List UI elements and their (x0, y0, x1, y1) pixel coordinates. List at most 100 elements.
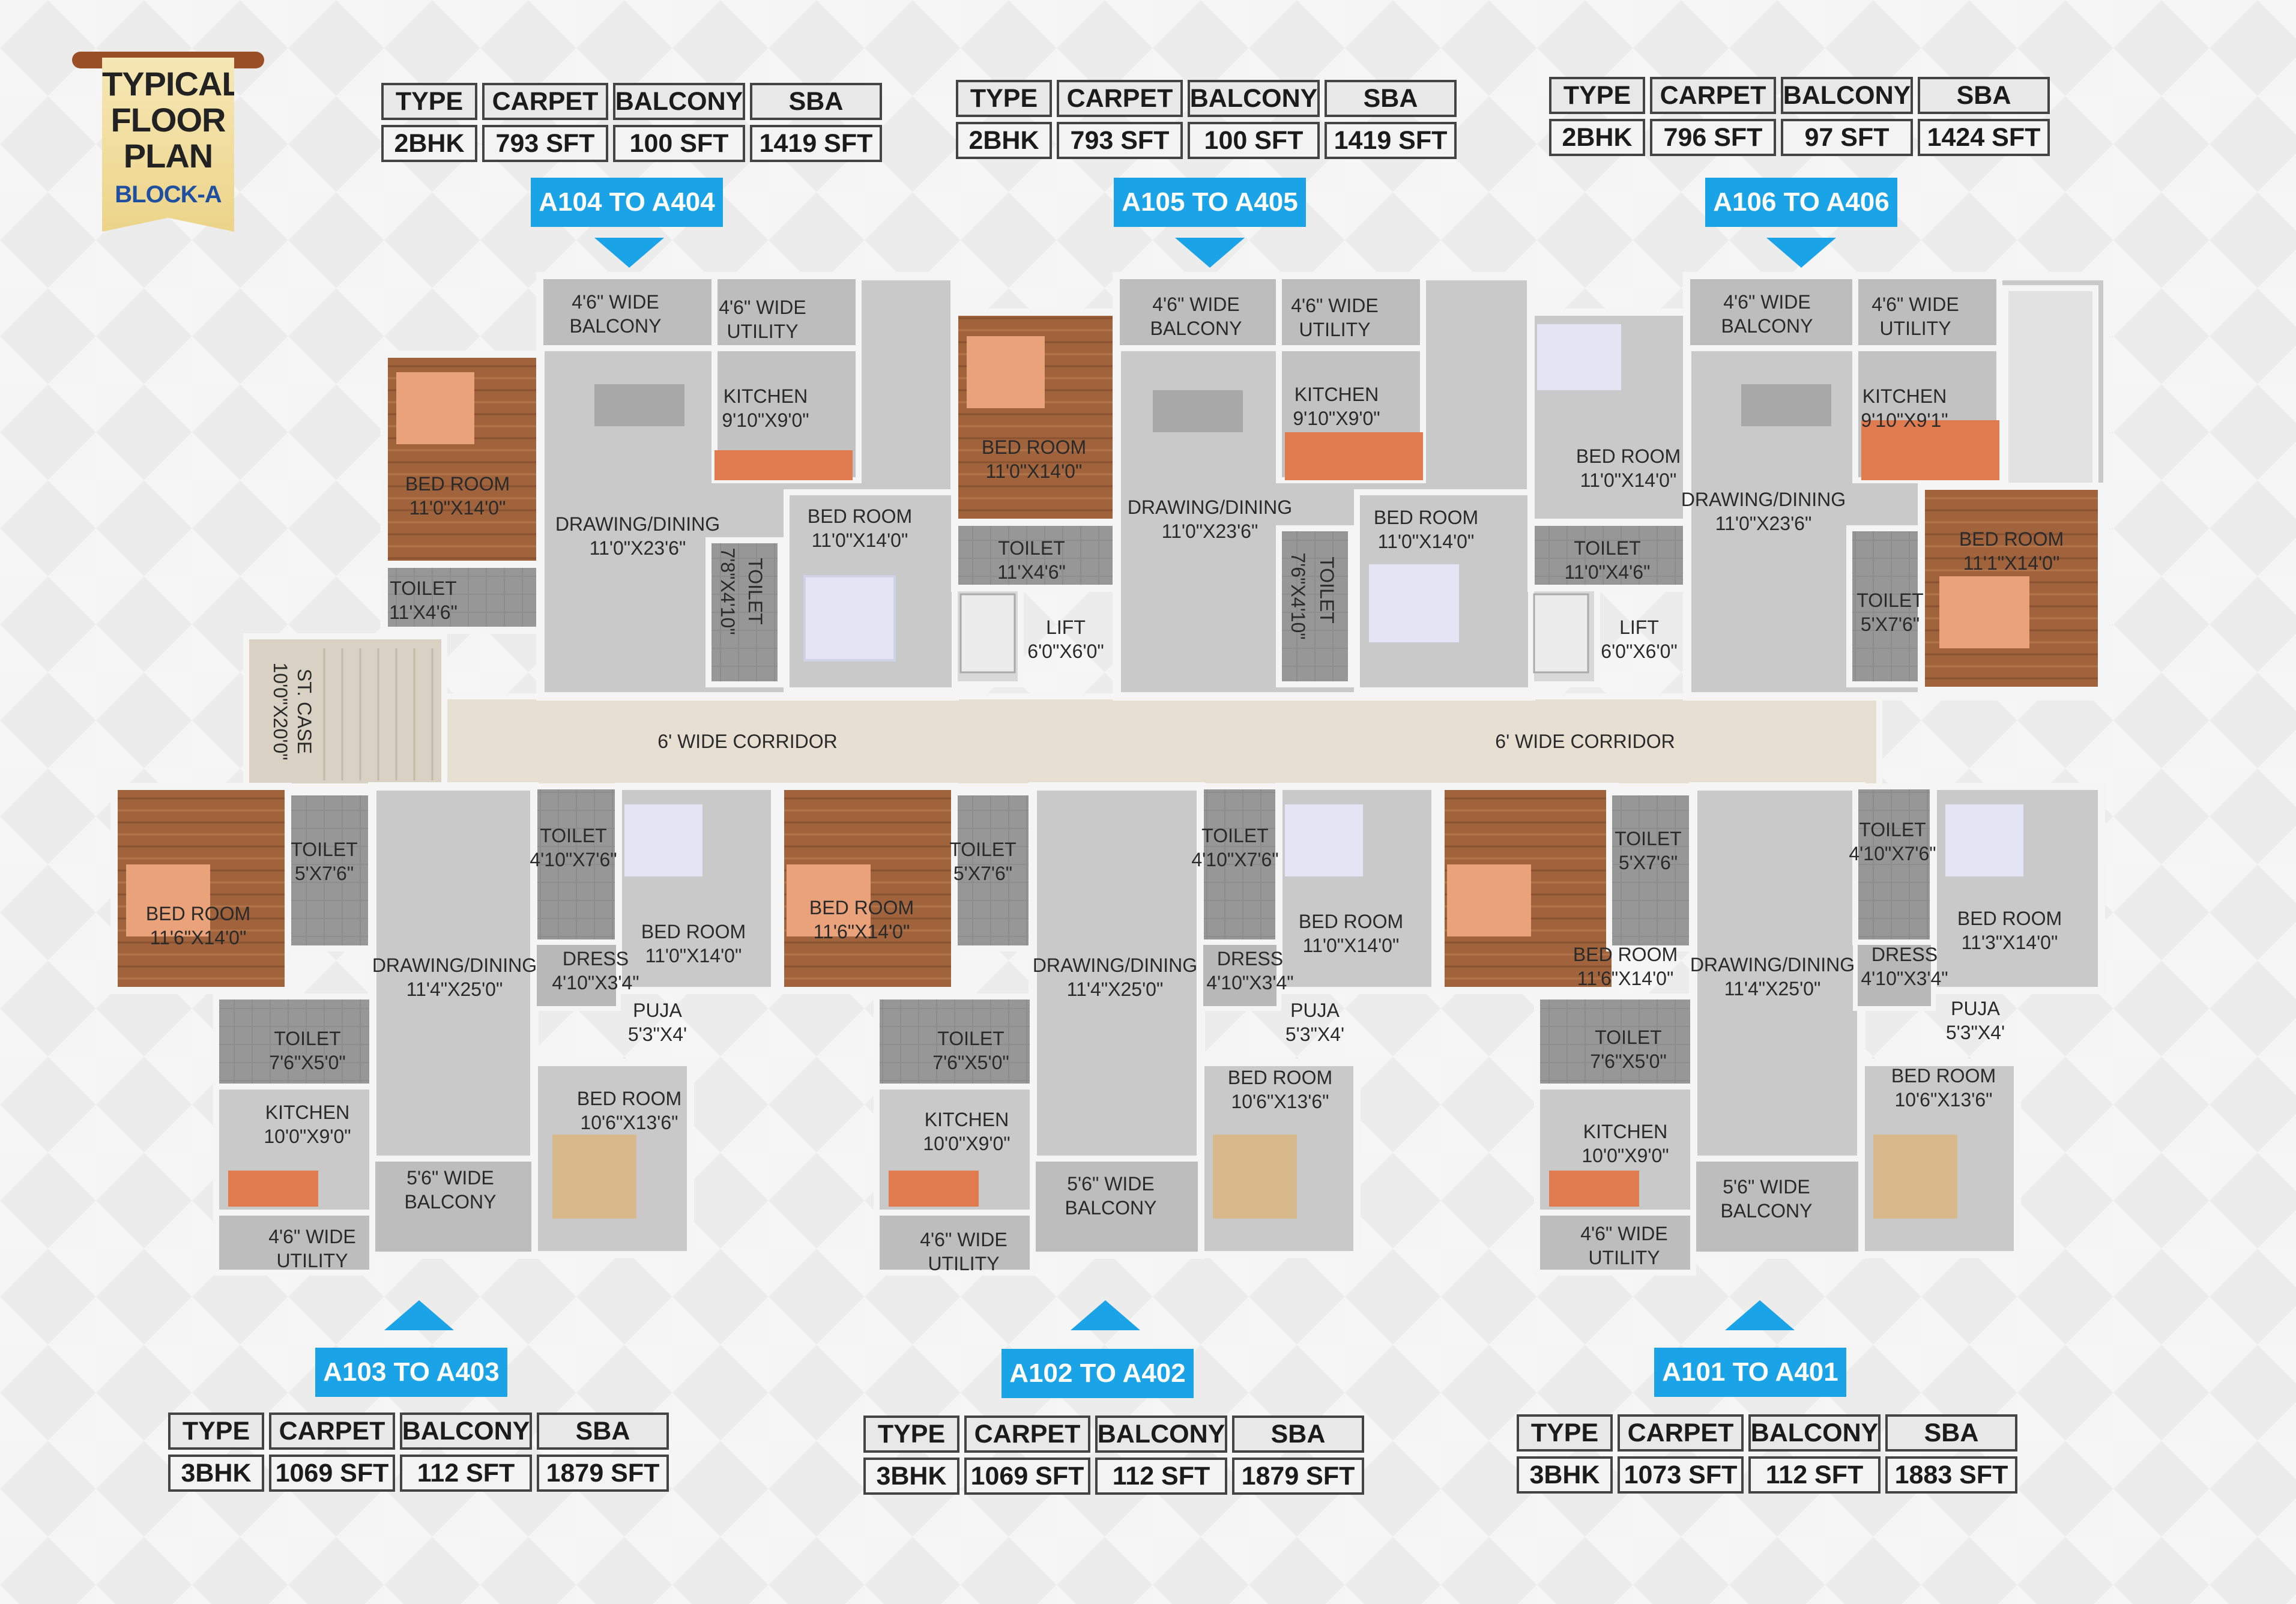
spec-table-a106: TYPE CARPET BALCONY SBA 2BHK 796 SFT 97 … (1549, 77, 2050, 156)
staircase (243, 633, 447, 789)
unit-a102 (777, 782, 1439, 1276)
label-toilet-2: TOILET 4'10"X7'6" (1191, 825, 1279, 870)
label-toilet: TOILET 5'X7'6" (949, 839, 1017, 884)
header-carpet: CARPET (1618, 1414, 1744, 1452)
cell-sba: 1419 SFT (1325, 122, 1457, 159)
label-bedroom-2: BED ROOM 11'0"X14'0" (807, 505, 913, 551)
label-bedroom: BED ROOM 11'0"X14'0" (405, 473, 510, 519)
label-bedroom-2: BED ROOM 11'0"X14'0" (1298, 911, 1404, 956)
label-drawing: DRAWING/DINING 11'4"X25'0" (1032, 954, 1198, 1000)
header-sba: SBA (1918, 77, 2050, 114)
label-balcony: 5'6" WIDE BALCONY (1720, 1176, 1813, 1222)
label-toilet-size: 7'6"X4'10" (1287, 552, 1309, 640)
label-dress: DRESS 4'10"X3'4" (552, 948, 639, 993)
label-kitchen: KITCHEN 9'10"X9'1" (1861, 385, 1948, 431)
lift-1 (959, 593, 1016, 674)
cell-carpet: 793 SFT (1057, 122, 1183, 159)
label-corridor-1: 6' WIDE CORRIDOR (657, 731, 838, 752)
arrow-up-icon (1725, 1300, 1795, 1330)
label-puja: PUJA 5'3"X4' (627, 999, 687, 1045)
header-balcony: BALCONY (1095, 1416, 1227, 1453)
header-balcony: BALCONY (1188, 80, 1320, 117)
label-bedroom-2: BED ROOM 11'0"X14'0" (1373, 507, 1479, 552)
label-lift: LIFT 6'0"X6'0" (1601, 617, 1678, 662)
header-type: TYPE (1549, 77, 1645, 114)
label-toilet-2: TOILET 4'10"X7'6" (530, 825, 617, 870)
arrow-down-icon (1175, 238, 1245, 268)
header-sba: SBA (1232, 1416, 1364, 1453)
cell-balcony: 97 SFT (1781, 119, 1913, 156)
label-bedroom: BED ROOM 11'6"X14'0" (1572, 944, 1678, 989)
spec-table-a103: TYPE CARPET BALCONY SBA 3BHK 1069 SFT 11… (168, 1413, 669, 1492)
label-toilet-3: TOILET 7'6"X5'0" (269, 1028, 346, 1073)
header-type: TYPE (381, 83, 477, 120)
arrow-down-icon (1766, 238, 1836, 268)
arrow-down-icon (594, 238, 664, 268)
label-drawing: DRAWING/DINING 11'0"X23'6" (1681, 489, 1846, 534)
unit-label-a102: A102 TO A402 (1001, 1349, 1194, 1398)
label-lift: LIFT 6'0"X6'0" (1027, 617, 1104, 662)
label-drawing: DRAWING/DINING 11'0"X23'6" (1127, 496, 1293, 542)
label-toilet-2: TOILET 4'10"X7'6" (1849, 819, 1936, 864)
cell-type: 2BHK (1549, 119, 1645, 156)
label-toilet-2: TOILET 5'X7'6" (1856, 589, 1924, 635)
label-kitchen: KITCHEN 10'0"X9'0" (1582, 1121, 1669, 1166)
cell-sba: 1424 SFT (1918, 119, 2050, 156)
header-balcony: BALCONY (613, 83, 745, 120)
unit-a101 (1437, 782, 2105, 1276)
header-carpet: CARPET (1650, 77, 1776, 114)
arrow-up-icon (384, 1300, 454, 1330)
header-carpet: CARPET (482, 83, 608, 120)
spec-table-a104: TYPE CARPET BALCONY SBA 2BHK 793 SFT 100… (381, 83, 882, 162)
label-kitchen: KITCHEN 9'10"X9'0" (1293, 384, 1380, 429)
floor-plan-badge: TYPICAL FLOOR PLAN BLOCK-A (102, 58, 234, 232)
label-balcony: 4'6" WIDE BALCONY (1721, 291, 1813, 337)
unit-label-a106: A106 TO A406 (1705, 178, 1897, 227)
label-bedroom-3: BED ROOM 10'6"X13'6" (1227, 1067, 1333, 1112)
label-balcony: 4'6" WIDE BALCONY (1150, 294, 1242, 339)
label-drawing: DRAWING/DINING 11'4"X25'0" (372, 954, 537, 1000)
badge-block: BLOCK-A (115, 181, 222, 208)
cell-balcony: 112 SFT (400, 1455, 532, 1492)
cell-carpet: 793 SFT (482, 125, 608, 162)
label-corridor-2: 6' WIDE CORRIDOR (1495, 731, 1675, 752)
cell-balcony: 100 SFT (613, 125, 745, 162)
label-toilet-3: TOILET 7'6"X5'0" (932, 1028, 1009, 1073)
label-bedroom-2: BED ROOM 11'3"X14'0" (1957, 908, 2062, 953)
label-toilet-v: TOILET (745, 558, 766, 625)
cell-type: 2BHK (956, 122, 1052, 159)
label-kitchen: KITCHEN 10'0"X9'0" (923, 1109, 1011, 1154)
label-utility: 4'6" WIDE UTILITY (719, 297, 806, 342)
arrow-up-icon (1071, 1300, 1140, 1330)
cell-type: 3BHK (1517, 1456, 1613, 1494)
label-toilet-size: 7'8"X4'10" (717, 547, 739, 635)
header-carpet: CARPET (1057, 80, 1183, 117)
header-balcony: BALCONY (1781, 77, 1913, 114)
header-sba: SBA (1325, 80, 1457, 117)
label-bedroom-3: BED ROOM 10'6"X13'6" (576, 1088, 682, 1133)
badge-line-3: PLAN (123, 137, 213, 175)
label-utility: 4'6" WIDE UTILITY (268, 1226, 356, 1271)
cell-type: 2BHK (381, 125, 477, 162)
unit-label-a104: A104 TO A404 (531, 178, 723, 227)
label-puja: PUJA 5'3"X4' (1945, 998, 2005, 1043)
cell-sba: 1419 SFT (750, 125, 882, 162)
label-puja: PUJA 5'3"X4' (1285, 999, 1345, 1045)
header-carpet: CARPET (964, 1416, 1090, 1453)
label-toilet-3: TOILET 7'6"X5'0" (1590, 1027, 1667, 1072)
label-toilet: TOILET 5'X7'6" (291, 839, 358, 884)
badge-line-2: FLOOR (110, 101, 226, 139)
label-bedroom: BED ROOM 11'6"X14'0" (145, 903, 251, 948)
cell-carpet: 1069 SFT (964, 1458, 1090, 1495)
unit-a106 (1527, 272, 2112, 701)
label-toilet: TOILET 5'X7'6" (1615, 828, 1682, 873)
label-bedroom-2: BED ROOM 11'0"X14'0" (641, 921, 746, 966)
label-bedroom: BED ROOM 11'6"X14'0" (809, 897, 914, 942)
header-type: TYPE (168, 1413, 264, 1450)
label-drawing: DRAWING/DINING 11'0"X23'6" (555, 513, 721, 559)
label-utility: 4'6" WIDE UTILITY (1872, 294, 1959, 339)
label-toilet: TOILET 11'0"X4'6" (1564, 537, 1651, 583)
cell-type: 3BHK (168, 1455, 264, 1492)
spec-table-a102: TYPE CARPET BALCONY SBA 3BHK 1069 SFT 11… (863, 1416, 1364, 1495)
